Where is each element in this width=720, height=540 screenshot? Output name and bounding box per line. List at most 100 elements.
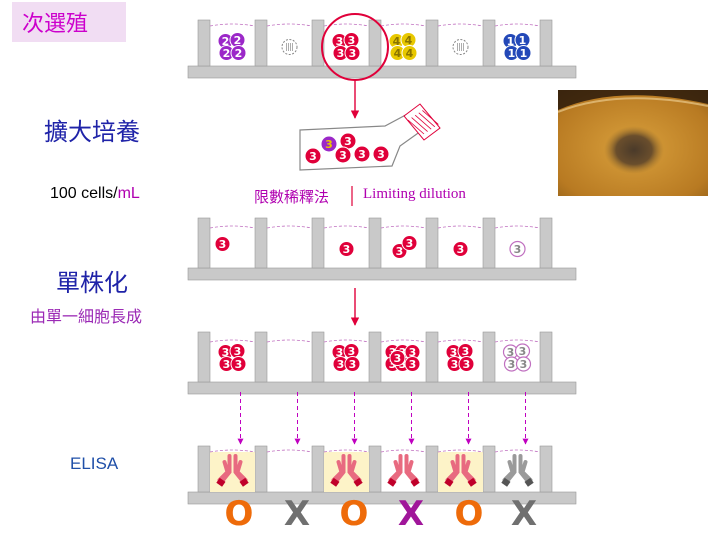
top-well-1-cell-4: 2 — [230, 45, 247, 61]
svg-text:3: 3 — [520, 358, 528, 371]
plate-grown-divider-6 — [539, 331, 553, 383]
plate-dilution — [187, 217, 577, 281]
svg-text:3: 3 — [339, 149, 347, 162]
plate-elisa-divider-4 — [425, 445, 439, 493]
svg-text:3: 3 — [336, 346, 344, 359]
plate-grown-medium-line-4 — [437, 339, 484, 343]
plate-top-medium-line-4 — [437, 23, 484, 27]
plate-top-base — [187, 65, 577, 79]
svg-text:3: 3 — [399, 358, 407, 371]
grown-well-5-cell-4: 3 — [458, 356, 475, 372]
flask-cell-1: 3 — [320, 135, 338, 153]
plate-dilution-divider-5 — [482, 217, 496, 269]
svg-text:3: 3 — [396, 245, 404, 258]
result-3: O — [339, 494, 369, 534]
plate-elisa-divider-6 — [539, 445, 553, 493]
plate-elisa-medium-line-1 — [266, 449, 313, 453]
colony-photo — [558, 90, 708, 196]
plate-grown-medium-line-0 — [209, 339, 256, 343]
plate-dilution-medium-line-4 — [437, 225, 484, 229]
plate-top — [187, 19, 577, 79]
svg-text:2: 2 — [222, 35, 230, 48]
dilution-well-4-cell-2: 3 — [401, 235, 418, 251]
plate-top-medium — [209, 23, 541, 27]
plate-grown-medium — [209, 339, 541, 343]
top-well-6-cell-4: 1 — [515, 45, 532, 61]
cell-density-unit: mL — [117, 185, 140, 202]
svg-text:3: 3 — [389, 358, 397, 371]
svg-text:3: 3 — [234, 345, 242, 358]
plate-grown-divider-3 — [368, 331, 382, 383]
result-2: X — [283, 494, 311, 534]
flask-cell-3: 3 — [304, 147, 322, 165]
plate-top-divider-4 — [425, 19, 439, 67]
flask-cell-4: 3 — [334, 146, 352, 164]
dilution-well-5-cell-1: 3 — [452, 241, 469, 257]
svg-text:3: 3 — [462, 345, 470, 358]
flask-body — [299, 109, 429, 171]
plate-dilution-divider-1 — [254, 217, 268, 269]
colony-photo-image — [558, 90, 708, 196]
plate-grown-divider-1 — [254, 331, 268, 383]
plate-elisa-divider-2 — [311, 445, 325, 493]
monoclonal-sub-label: 由單一細胞長成 — [30, 307, 143, 326]
top-well-4-cell-4: 4 — [401, 45, 418, 61]
svg-text:3: 3 — [337, 47, 345, 60]
plate-top-medium-line-5 — [494, 23, 541, 27]
top-well-4-cell-2: 4 — [400, 32, 417, 48]
plate-elisa-medium — [209, 449, 541, 453]
plate-top-divider-5 — [482, 19, 496, 67]
grown-well-6-cell-4: 3 — [515, 356, 532, 372]
svg-text:3: 3 — [508, 358, 516, 371]
svg-text:2: 2 — [235, 47, 243, 60]
svg-text:3: 3 — [457, 243, 465, 256]
plate-top-medium-line-3 — [380, 23, 427, 27]
svg-text:3: 3 — [343, 243, 351, 256]
plate-elisa-divider-3 — [368, 445, 382, 493]
svg-text:3: 3 — [219, 238, 227, 251]
flask-cap — [403, 103, 441, 141]
plate-dilution-medium-line-1 — [266, 225, 313, 229]
grown-well-3-cell-2: 3 — [343, 343, 360, 359]
plate-grown-divider-0 — [197, 331, 211, 383]
result-1: O — [224, 494, 254, 534]
plate-grown-medium-line-5 — [494, 339, 541, 343]
elisa-well-6-antibody — [501, 454, 534, 487]
plate-elisa-divider-1 — [254, 445, 268, 493]
result-5: O — [454, 494, 484, 534]
plate-dilution-base — [187, 267, 577, 281]
svg-text:3: 3 — [344, 135, 352, 148]
dilution-well-1-cell-1: 3 — [214, 236, 231, 252]
plate-elisa-divider-0 — [197, 445, 211, 493]
grown-well-4-cell-7: 3 — [389, 350, 406, 366]
expand-culture-label: 擴大培養 — [44, 118, 140, 146]
svg-text:3: 3 — [358, 148, 366, 161]
svg-text:3: 3 — [235, 358, 243, 371]
plate-dilution-medium-line-3 — [380, 225, 427, 229]
svg-text:1: 1 — [519, 34, 527, 47]
svg-text:3: 3 — [394, 352, 402, 365]
plate-dilution-medium-line-2 — [323, 225, 370, 229]
plate-grown-medium-line-3 — [380, 339, 427, 343]
plate-elisa-medium-line-3 — [380, 449, 427, 453]
limiting-dilution-zh-label: 限數稀釋法 — [254, 188, 330, 206]
cell-density-label: 100 cells/mL — [50, 185, 140, 203]
plate-top-medium-line-0 — [209, 23, 256, 27]
plate-dilution-divider-4 — [425, 217, 439, 269]
plate-top-medium-line-1 — [266, 23, 313, 27]
plate-top-divider-0 — [197, 19, 211, 67]
svg-text:1: 1 — [520, 47, 528, 60]
svg-text:3: 3 — [337, 358, 345, 371]
svg-text:2: 2 — [234, 34, 242, 47]
elisa-well-5-antibody — [444, 454, 477, 487]
plate-dilution-medium-line-5 — [494, 225, 541, 229]
svg-text:3: 3 — [309, 150, 317, 163]
plate-elisa — [187, 445, 577, 505]
title-background — [12, 2, 126, 42]
culture-flask — [299, 103, 441, 171]
elisa-well-1-fill — [210, 452, 255, 492]
plate-grown-divider-4 — [425, 331, 439, 383]
plate-elisa-medium-line-0 — [209, 449, 256, 453]
